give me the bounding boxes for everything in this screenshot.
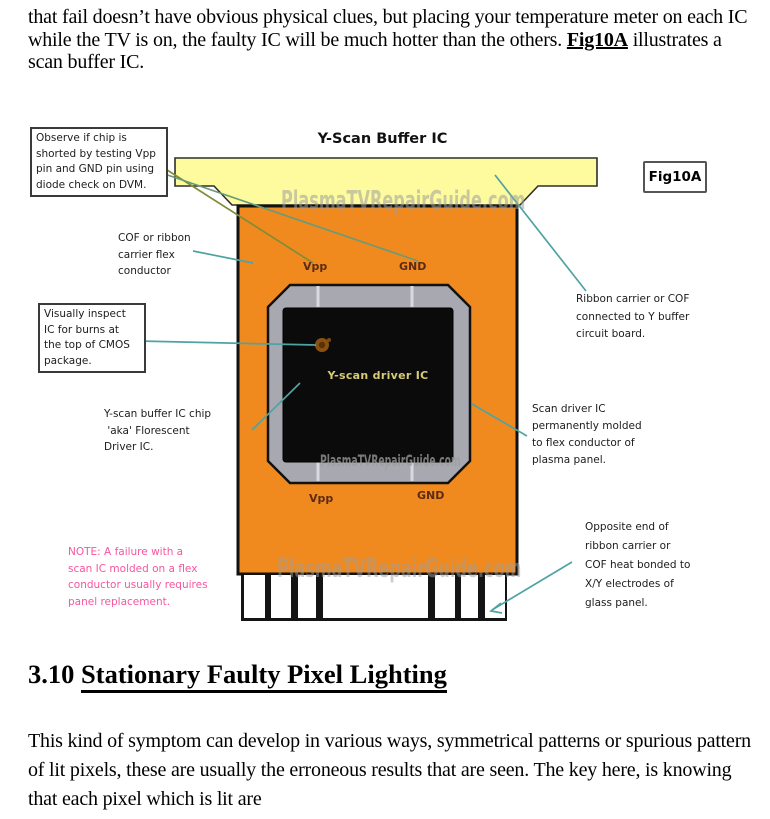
callout-inspect-box: Visually inspect IC for burns at the top…	[38, 303, 146, 373]
diagram-title: Y-Scan Buffer IC	[317, 131, 448, 147]
callout-line-vpp	[152, 160, 314, 264]
gnd-pin-label-bottom: GND	[417, 489, 445, 502]
callout-line-inspect	[137, 340, 317, 346]
body-paragraph: This kind of symptom can develop in vari…	[28, 730, 751, 810]
intro-text-after: illustrates a scan buffer IC.	[28, 28, 722, 74]
callout-note-label: NOTE: A failure with a scan IC molded on…	[68, 546, 208, 608]
callout-cof-label: COF or ribbon carrier flex conductor	[118, 232, 191, 277]
intro-text-before: that fail doesn’t have obvious physical …	[28, 6, 748, 51]
callout-ribbon-label: Ribbon carrier or COF connected to Y buf…	[576, 293, 690, 340]
section-heading: 3.10 Stationary Faulty Pixel Lighting	[28, 659, 447, 693]
callout-line-molded	[471, 403, 528, 437]
callout-buffer-label: Y-scan buffer IC chip 'aka' Florescent D…	[104, 408, 212, 453]
buffer-board-shape	[174, 157, 598, 206]
callout-line-gnd	[152, 169, 419, 262]
callout-molded-label: Scan driver IC permanently molded to fle…	[532, 403, 642, 466]
pin-legs	[244, 575, 505, 618]
burn-spot-speck	[327, 338, 331, 342]
callout-line-buffer	[251, 382, 301, 431]
figure-reference-link[interactable]: Fig10A	[566, 28, 628, 51]
watermark-text: PlasmaTVRepairGuide.com	[320, 451, 461, 470]
callout-line-opposite	[491, 561, 573, 611]
figure-label-box: Fig10A	[643, 161, 707, 193]
ic-die-shape	[282, 307, 454, 463]
watermark-text: PlasmaTVRepairGuide.com	[277, 554, 522, 584]
callout-line-cof	[192, 250, 254, 264]
callout-arrowhead-opposite	[489, 602, 503, 614]
callout-observe-box: Observe if chip is shorted by testing Vp…	[30, 127, 168, 197]
vpp-pin-label-bottom: Vpp	[309, 492, 334, 505]
callout-line-ribbon	[494, 174, 587, 292]
watermark-text: PlasmaTVRepairGuide.com	[281, 186, 526, 216]
gnd-pin-label-top: GND	[399, 260, 427, 273]
die-label: Y-scan driver IC	[327, 369, 429, 382]
section-title: Stationary Faulty Pixel Lighting	[81, 659, 447, 693]
burn-spot-core	[318, 341, 326, 349]
intro-paragraph: that fail doesn’t have obvious physical …	[28, 6, 758, 74]
vpp-pin-label-top: Vpp	[303, 260, 328, 273]
callout-opposite-label: Opposite end of ribbon carrier or COF he…	[585, 521, 691, 609]
section-number: 3.10	[28, 659, 81, 689]
